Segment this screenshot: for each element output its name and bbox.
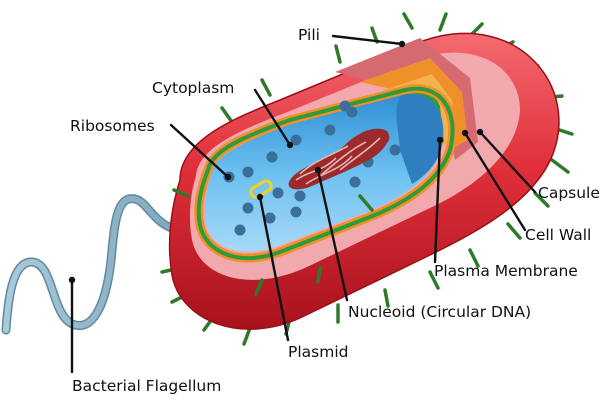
label-flagellum: Bacterial Flagellum xyxy=(72,377,221,395)
label-cell-wall: Cell Wall xyxy=(525,226,591,244)
label-cytoplasm: Cytoplasm xyxy=(152,79,234,97)
label-plasma-membrane: Plasma Membrane xyxy=(434,262,578,280)
label-pili: Pili xyxy=(298,26,320,44)
label-capsule: Capsule xyxy=(538,184,600,202)
label-ribosomes: Ribosomes xyxy=(70,117,155,135)
label-plasmid: Plasmid xyxy=(288,343,348,361)
label-nucleoid: Nucleoid (Circular DNA) xyxy=(348,303,531,321)
